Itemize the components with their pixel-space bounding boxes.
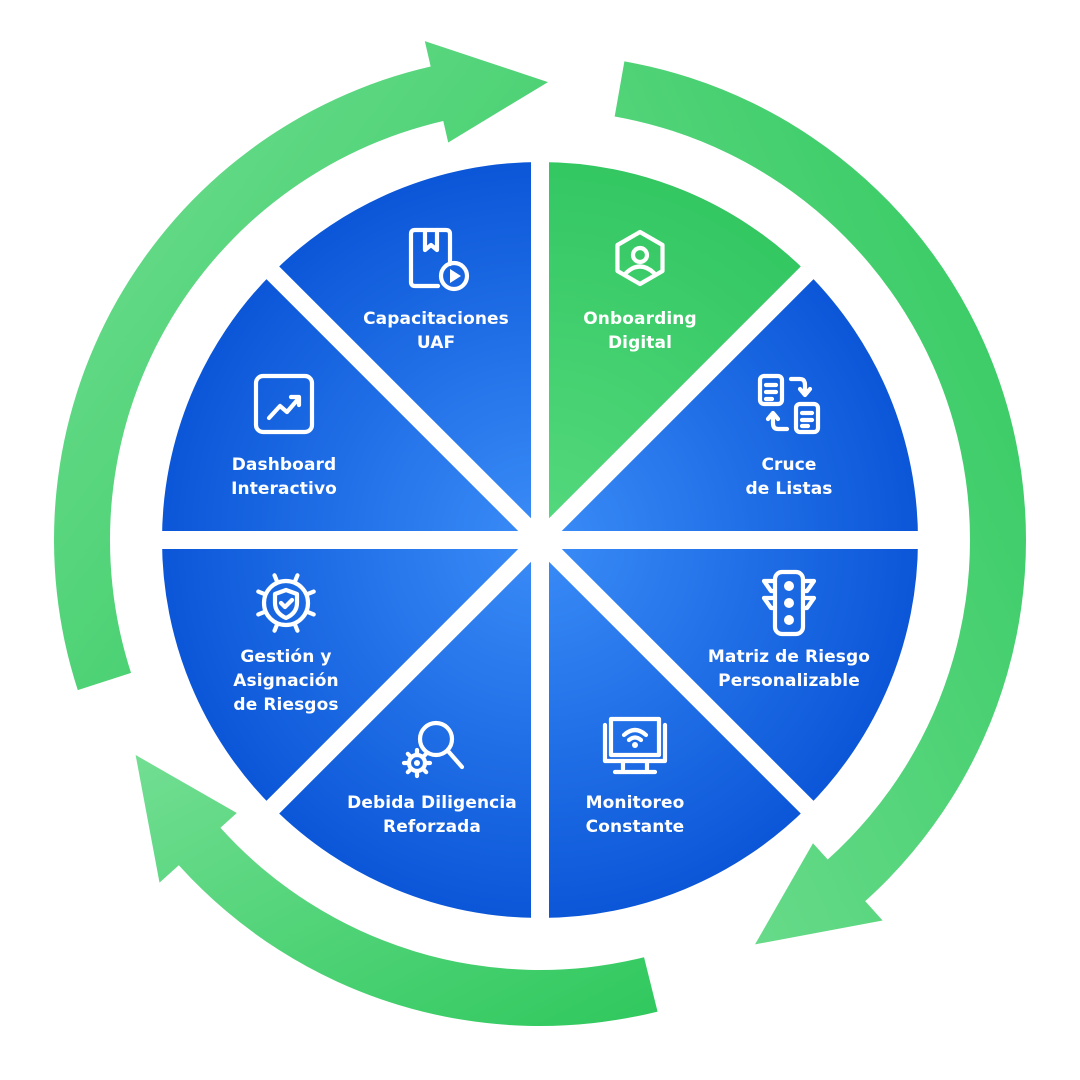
monitor-wifi-icon [602, 716, 668, 775]
segment-label-line: Capacitaciones [363, 309, 509, 329]
user-hexagon-icon [615, 229, 665, 287]
segment-label-line: Debida Diligencia [347, 793, 517, 813]
segment-label-line: de Listas [745, 479, 833, 499]
book-play-icon [408, 227, 470, 292]
segment-label-cruce: Cruce de Listas [669, 453, 909, 501]
segment-debida [272, 540, 540, 918]
chart-trend-icon [253, 373, 315, 435]
cycle-arrow-left [54, 41, 548, 691]
segment-label-line: Matriz de Riesgo [707, 647, 871, 667]
segment-label-line: UAF [416, 333, 456, 353]
cycle-arrows [54, 41, 1026, 1026]
segment-label-line: Cruce [761, 455, 817, 475]
segment-label-gestion: Gestión y Asignación de Riesgos [166, 645, 406, 717]
segment-label-line: de Riesgos [233, 695, 339, 715]
segment-capacitaciones [272, 162, 540, 540]
segment-label-line: Gestión y [240, 647, 332, 667]
segment-gestion [162, 540, 540, 808]
segment-dashboard [162, 272, 540, 540]
segment-icons [253, 227, 821, 779]
segment-label-line: Dashboard [231, 455, 337, 475]
shield-gear-icon [256, 573, 316, 633]
segment-cruce [540, 272, 919, 540]
document-swap-icon [757, 373, 821, 435]
segment-label-line: Interactivo [231, 479, 337, 499]
segment-label-line: Constante [585, 817, 685, 837]
divider-4 [263, 263, 817, 817]
segment-monitoreo [540, 540, 808, 918]
segment-matriz [540, 540, 919, 808]
segment-label-line: Monitoreo [585, 793, 685, 813]
segment-label-line: Reforzada [383, 817, 481, 837]
cycle-arrow-bottom [135, 755, 658, 1026]
segment-label-line: Asignación [233, 671, 339, 691]
segment-onboarding [540, 162, 808, 540]
wheel-segments [162, 162, 919, 918]
traffic-light-icon [761, 569, 817, 637]
segment-label-line: Onboarding [583, 309, 697, 329]
segment-label-line: Personalizable [718, 671, 860, 691]
cycle-arrow-right [614, 61, 1026, 945]
segment-dividers [158, 158, 922, 922]
magnifier-gear-icon [401, 720, 465, 779]
segment-label-line: Digital [607, 333, 673, 353]
